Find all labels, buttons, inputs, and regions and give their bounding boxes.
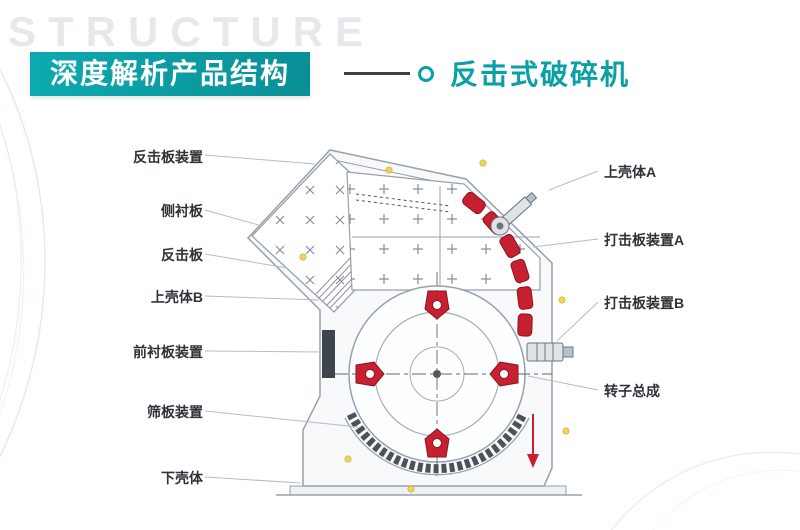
label-side-liner: 侧衬板 [161,203,203,219]
upper-casing-panel [346,171,541,291]
page-header: 深度解析产品结构 反击式破碎机 [0,50,800,98]
yellow-markers [299,159,570,493]
leader-lines [204,154,599,484]
label-impact-plate: 反击板 [161,247,203,263]
machine-name: 反击式破碎机 [450,59,631,90]
blow-bar-device-b [526,342,574,362]
blow-bar-device-a [490,191,538,236]
rotor-hammers [355,290,519,458]
watermark-text: STRUCTURE [8,8,375,55]
front-liner-block [322,330,335,378]
label-rotor-assembly: 转子总成 [604,383,660,399]
label-screen-plate-assembly: 筛板装置 [147,404,203,420]
label-blow-bar-assembly-b: 打击板装置B [604,295,685,311]
label-upper-shell-b: 上壳体B [150,289,203,305]
label-upper-shell-a: 上壳体A [604,164,657,180]
dash-line [344,72,410,75]
label-front-liner-assembly: 前衬板装置 [133,344,203,360]
flow-arrow [527,414,539,468]
label-lower-shell: 下壳体 [161,470,203,486]
title-banner: 深度解析产品结构 [30,52,311,96]
label-blow-bar-assembly-a: 打击板装置A [604,232,685,248]
page-title: 深度解析产品结构 [50,58,291,89]
bullet-ring-icon [418,66,434,82]
machine-base [276,485,582,496]
label-impact-plate-assembly: 反击板装置 [133,149,203,165]
blow-bar-chain [462,191,534,337]
screen-plate [344,412,530,476]
